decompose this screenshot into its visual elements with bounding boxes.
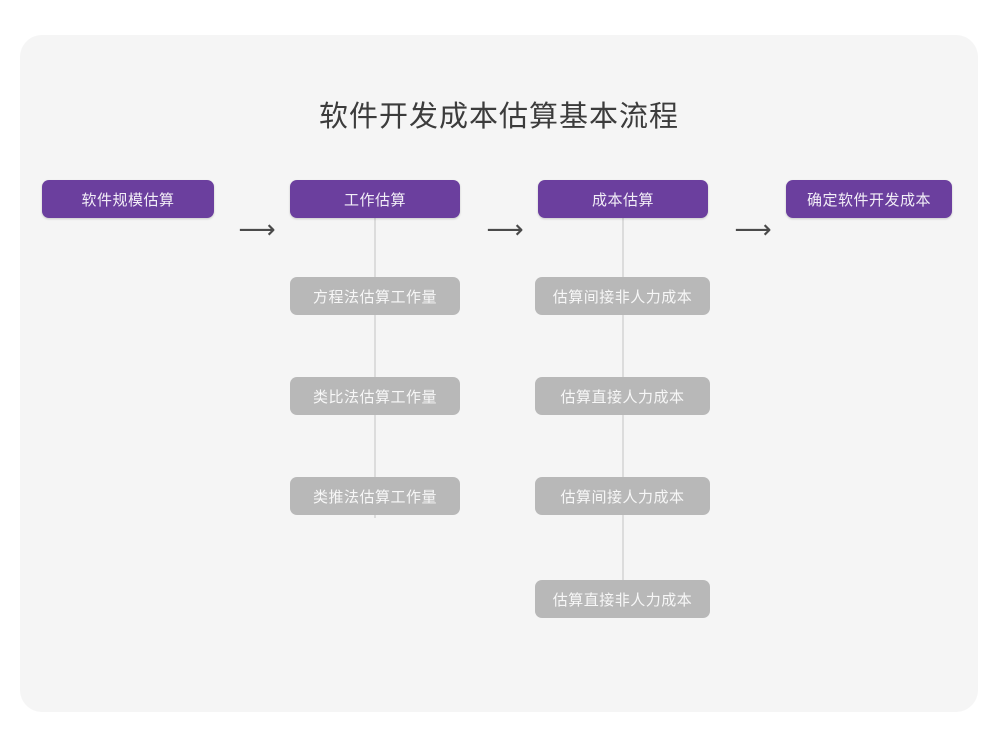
stage-node-label: 成本估算 bbox=[591, 191, 654, 209]
stage-node-label: 确定软件开发成本 bbox=[806, 191, 931, 209]
substep-node-label: 估算直接人力成本 bbox=[560, 388, 685, 406]
long-right-arrow-icon-3: ⟶ bbox=[734, 215, 772, 245]
stage-node-work-estimation[interactable]: 工作估算 bbox=[290, 180, 460, 218]
substep-node-analogy-method[interactable]: 类比法估算工作量 bbox=[290, 377, 460, 415]
long-right-arrow-icon-1: ⟶ bbox=[238, 215, 276, 245]
substep-node-label: 估算间接人力成本 bbox=[560, 488, 685, 506]
substep-node-label: 方程法估算工作量 bbox=[312, 288, 437, 306]
substep-node-direct-nonlabor-cost[interactable]: 估算直接非人力成本 bbox=[535, 580, 710, 618]
diagram-canvas: 软件开发成本估算基本流程 软件规模估算 ⟶ 工作估算 ⟶ 成本估算 ⟶ 确定软件… bbox=[20, 35, 978, 712]
substep-node-label: 类比法估算工作量 bbox=[312, 388, 437, 406]
connector-line-stage-3 bbox=[622, 218, 624, 618]
substep-node-equation-method[interactable]: 方程法估算工作量 bbox=[290, 277, 460, 315]
connector-line-stage-2 bbox=[374, 218, 376, 518]
substep-node-analogical-reasoning-method[interactable]: 类推法估算工作量 bbox=[290, 477, 460, 515]
substep-node-label: 估算直接非人力成本 bbox=[552, 591, 693, 609]
substep-node-indirect-nonlabor-cost[interactable]: 估算间接非人力成本 bbox=[535, 277, 710, 315]
stage-node-cost-estimation[interactable]: 成本估算 bbox=[538, 180, 708, 218]
stage-node-determine-development-cost[interactable]: 确定软件开发成本 bbox=[786, 180, 952, 218]
long-right-arrow-icon-2: ⟶ bbox=[486, 215, 524, 245]
stage-node-label: 软件规模估算 bbox=[81, 191, 175, 209]
stage-node-label: 工作估算 bbox=[343, 191, 406, 209]
substep-node-indirect-labor-cost[interactable]: 估算间接人力成本 bbox=[535, 477, 710, 515]
substep-node-direct-labor-cost[interactable]: 估算直接人力成本 bbox=[535, 377, 710, 415]
page-title: 软件开发成本估算基本流程 bbox=[318, 101, 679, 133]
substep-node-label: 类推法估算工作量 bbox=[312, 488, 437, 506]
stage-node-software-scale-estimation[interactable]: 软件规模估算 bbox=[42, 180, 214, 218]
substep-node-label: 估算间接非人力成本 bbox=[552, 288, 693, 306]
